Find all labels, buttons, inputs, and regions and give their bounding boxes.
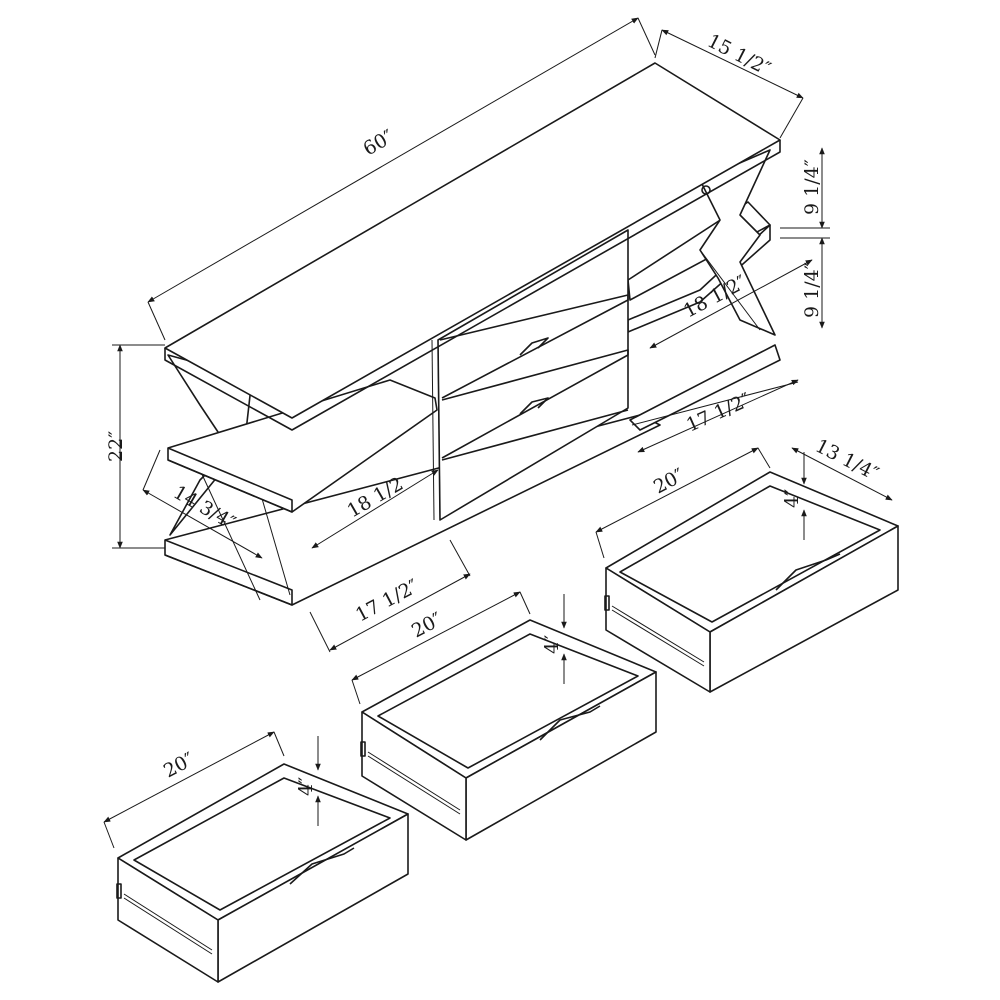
dim-drawer-right-depth: 13 1/4″ bbox=[812, 435, 882, 485]
dim-total-width: 60″ bbox=[360, 126, 398, 161]
drawer-pull-1 bbox=[519, 337, 549, 356]
drawer-front-3 bbox=[441, 409, 629, 461]
dim-drawer-left-height: 4″ bbox=[295, 777, 317, 796]
dim-height: 22″ bbox=[105, 431, 127, 462]
dim-lower-gap: 9 1/4″ bbox=[801, 262, 823, 318]
drawer-left bbox=[116, 763, 409, 983]
drawer-pull-2 bbox=[519, 397, 549, 415]
dim-drawer-left-width: 20″ bbox=[160, 748, 198, 782]
dim-drawer-middle-height: 4″ bbox=[541, 635, 563, 654]
drawer-right bbox=[604, 471, 899, 693]
dim-drawer-middle-width: 20″ bbox=[408, 608, 446, 642]
drawer-middle-dimensions: 20″ 4″ bbox=[351, 591, 567, 705]
dim-top-gap: 9 1/4″ bbox=[801, 159, 823, 215]
dim-drawer-right-height: 4″ bbox=[781, 489, 803, 508]
drawer-front-2 bbox=[441, 349, 629, 459]
dim-drawer-right-width: 20″ bbox=[650, 464, 688, 498]
drawer-middle bbox=[360, 619, 657, 841]
